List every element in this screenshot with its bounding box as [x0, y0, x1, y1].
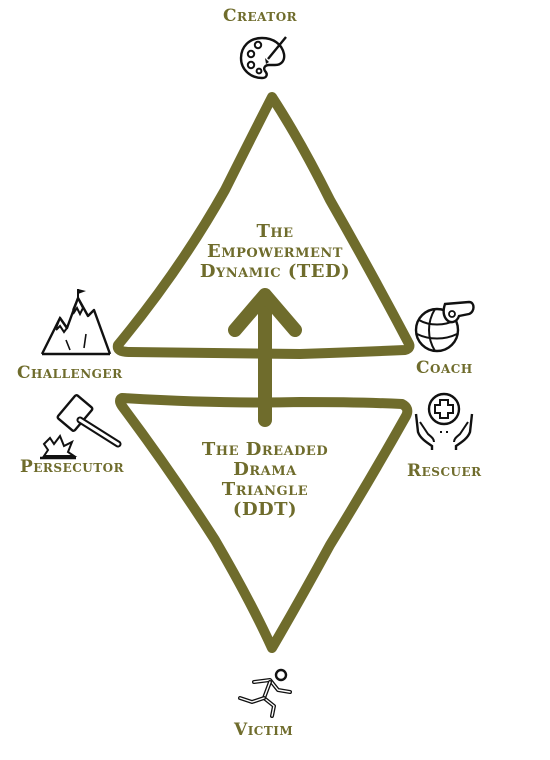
- role-label-rescuer: Rescuer: [407, 461, 482, 481]
- ddt-title: The Dreaded Drama Triangle (DDT): [201, 439, 329, 520]
- role-label-creator: Creator: [223, 6, 298, 26]
- whistle-ball-icon: [414, 300, 475, 353]
- upward-arrow: [228, 288, 302, 427]
- gavel-icon: [40, 394, 122, 460]
- mountain-flag-icon: [40, 289, 112, 356]
- ddt-triangle: [115, 393, 413, 653]
- ted-triangle: [112, 92, 415, 359]
- running-person-icon: [238, 668, 292, 718]
- role-label-persecutor: Persecutor: [20, 457, 125, 477]
- hands-medical-cross-icon: [414, 392, 474, 450]
- role-label-challenger: Challenger: [17, 363, 123, 383]
- palette-icon: [239, 36, 287, 80]
- ted-title: The Empowerment Dynamic (TED): [199, 221, 351, 282]
- role-label-victim: Victim: [234, 720, 294, 740]
- role-label-coach: Coach: [416, 358, 473, 378]
